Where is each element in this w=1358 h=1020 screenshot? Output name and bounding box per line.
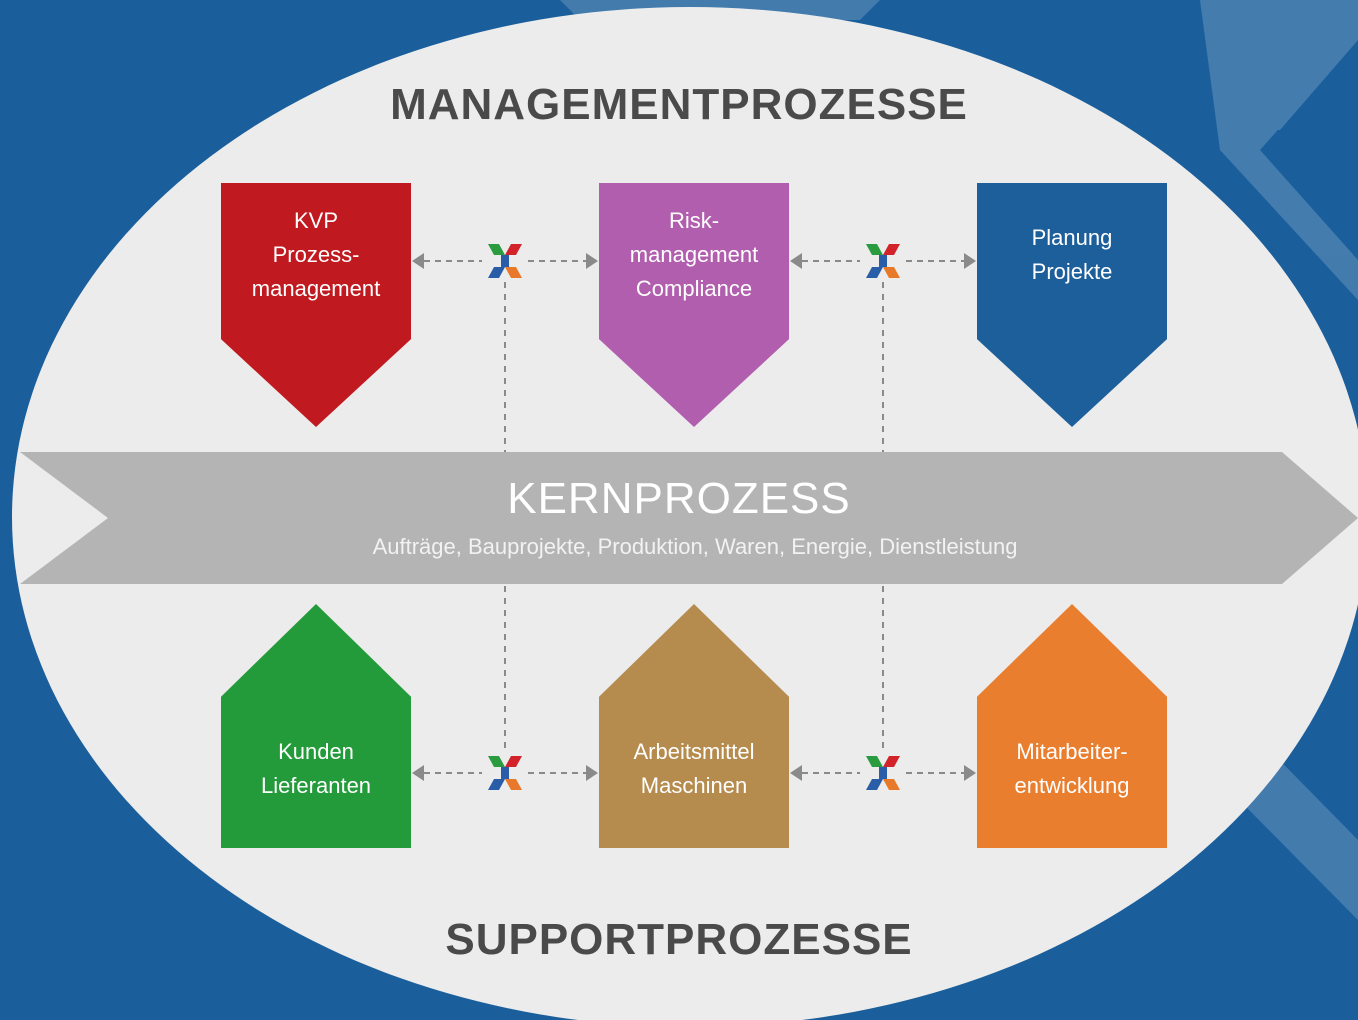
- box-label-line: Risk-: [668, 208, 720, 233]
- x-logo-icon: [866, 756, 900, 790]
- box-label-line: Kunden: [278, 739, 354, 764]
- connector-bottom-left: [412, 756, 598, 790]
- x-logo-icon: [488, 244, 522, 278]
- box-label-line: management: [251, 276, 381, 301]
- box-label-line: Maschinen: [640, 773, 748, 798]
- management-title: MANAGEMENTPROZESSE: [390, 80, 968, 129]
- connector-bottom-right: [790, 756, 976, 790]
- support-title: SUPPORTPROZESSE: [445, 915, 913, 964]
- box-label-line: Projekte: [1031, 259, 1113, 284]
- vertical-dashed-lines: [504, 282, 884, 752]
- connector-top-left: [412, 244, 598, 278]
- box-label-line: Compliance: [635, 276, 753, 301]
- x-logo-icon: [488, 756, 522, 790]
- dashed-double-arrow-icon: [412, 253, 598, 269]
- dashed-double-arrow-icon: [790, 765, 976, 781]
- box-label-line: Arbeitsmittel: [633, 739, 755, 764]
- box-label-line: Lieferanten: [260, 773, 372, 798]
- dashed-double-arrow-icon: [790, 253, 976, 269]
- box-label-line: entwicklung: [1014, 773, 1130, 798]
- box-label-line: Mitarbeiter-: [1016, 739, 1128, 764]
- core-process-subtitle: Aufträge, Bauprojekte, Produktion, Waren…: [372, 534, 1018, 559]
- box-label-line: management: [629, 242, 759, 267]
- core-process-arrow: [20, 452, 1358, 584]
- connector-top-right: [790, 244, 976, 278]
- core-process-title: KERNPROZESS: [507, 474, 851, 523]
- dashed-double-arrow-icon: [412, 765, 598, 781]
- box-label-line: KVP: [293, 208, 339, 233]
- box-label-line: Prozess-: [272, 242, 360, 267]
- box-label-line: Planung: [1031, 225, 1113, 250]
- x-logo-icon: [866, 244, 900, 278]
